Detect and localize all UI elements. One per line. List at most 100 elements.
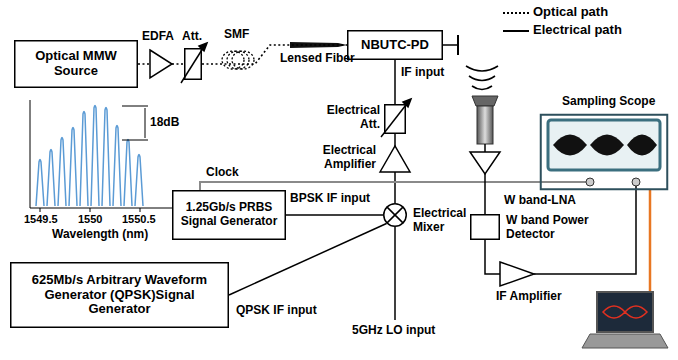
- optical-attenuator-outline: [184, 48, 202, 80]
- laptop-eye: [603, 306, 647, 318]
- electrical-path: [485, 240, 500, 274]
- node-label: W band-LNA: [504, 193, 576, 207]
- node-label: Electrical Att.: [327, 103, 380, 131]
- level-label: 18dB: [150, 115, 179, 129]
- laptop-screen: [597, 292, 653, 332]
- box-text: NBUTC-PD: [356, 38, 434, 53]
- box-text: 1.25Gb/s PRBS Signal Generator: [172, 201, 286, 229]
- radiation-arc: [472, 86, 492, 90]
- fiber-label: SMF: [224, 27, 249, 41]
- data-cable: [649, 190, 652, 292]
- spectrum-peak: [91, 106, 99, 207]
- scope-port: [586, 178, 594, 186]
- label-holder: Sampling Scope: [562, 95, 655, 109]
- spectrum-peak: [113, 126, 121, 207]
- label-holder: Wavelength (nm): [52, 228, 148, 242]
- electrical-attenuator-outline: [384, 104, 406, 134]
- axis-tick: [140, 208, 141, 212]
- label-holder: SMF: [224, 28, 249, 42]
- axis-tick-label: 1550.5: [122, 213, 156, 225]
- label-holder: Electrical Mixer: [413, 207, 477, 235]
- label-holder: IF input: [401, 66, 444, 80]
- node-label: Sampling Scope: [562, 94, 655, 108]
- label-holder: W band Power Detector: [506, 214, 598, 242]
- signal-label: Clock: [206, 165, 239, 179]
- node-label: W band Power Detector: [506, 213, 589, 241]
- electrical-mixer: Electrical Mixer: [383, 203, 407, 227]
- scope-port: [632, 178, 640, 186]
- power-detector: W band Power Detector: [470, 214, 500, 240]
- horn-antenna: [477, 106, 493, 144]
- photodiode-box: NBUTC-PD: [347, 30, 443, 60]
- node-label: Electrical Mixer: [413, 206, 466, 234]
- axis-tick-label: 1549.5: [24, 213, 58, 225]
- label-holder: Electrical Amplifier: [302, 144, 376, 172]
- legend-sample: [503, 26, 529, 36]
- laptop-base: [582, 334, 668, 348]
- spectrum-peak: [47, 150, 55, 207]
- node-label: IF Amplifier: [496, 289, 562, 303]
- optical-path: [172, 63, 184, 65]
- label-holder: Att.: [182, 30, 202, 44]
- radiation-arc: [469, 76, 495, 81]
- label-holder: QPSK IF input: [236, 304, 317, 318]
- if-amplifier: IF Amplifier: [500, 262, 534, 286]
- spectrum-peak: [80, 112, 88, 207]
- spectrum-axis: [30, 208, 172, 209]
- axis-tick: [90, 208, 91, 212]
- spectrum-peaks: [36, 106, 143, 207]
- electrical-path: [484, 174, 486, 214]
- electrical-path: [286, 214, 383, 216]
- node-label: Electrical Amplifier: [323, 143, 376, 171]
- lna-amplifier: W band-LNA: [470, 152, 500, 174]
- label-holder: EDFA: [142, 30, 174, 44]
- electrical-amplifier: Electrical Amplifier: [380, 146, 410, 172]
- label-holder: 1549.5: [24, 213, 58, 226]
- electrical-mixer-outline: [383, 203, 407, 227]
- wire: [484, 144, 486, 152]
- signal-label: QPSK IF input: [236, 303, 317, 317]
- axis-tick-label: 1550: [78, 213, 102, 225]
- spectrum-peak: [69, 128, 77, 207]
- box-text: 625Mb/s Arbitrary Waveform Generator (QP…: [10, 273, 229, 318]
- electrical-amplifier-outline: [380, 146, 410, 172]
- spectrum-peak: [58, 138, 66, 207]
- eye-diagram: [590, 135, 624, 156]
- label-holder: 5GHz LO input: [352, 324, 435, 338]
- antenna-symbol: [457, 35, 459, 55]
- level-marker: [145, 108, 146, 138]
- level-marker: [122, 106, 148, 107]
- fiber-coil: [232, 51, 254, 69]
- fiber-coil: [227, 51, 249, 69]
- legend-sample: [503, 8, 529, 18]
- signal-label: IF input: [401, 65, 444, 79]
- edfa-amplifier-outline: [150, 50, 172, 78]
- spectrum-peak: [102, 108, 110, 207]
- fiber-coil: [222, 51, 244, 69]
- label-holder: IF Amplifier: [496, 290, 562, 304]
- label-holder: Clock: [206, 166, 239, 180]
- fiber-label: Lensed Fiber: [280, 51, 355, 65]
- label-holder: W band-LNA: [504, 194, 576, 208]
- axis-tick: [40, 208, 41, 212]
- node-label: EDFA: [142, 29, 174, 43]
- optical-path: [138, 63, 150, 65]
- optical-attenuator: Att.: [184, 48, 202, 80]
- awg-generator: 625Mb/s Arbitrary Waveform Generator (QP…: [10, 262, 229, 328]
- radiation-arc: [466, 66, 498, 71]
- clock-wire: [540, 181, 586, 183]
- prbs-generator: 1.25Gb/s PRBS Signal Generator: [172, 190, 286, 240]
- scope-screen: [548, 120, 660, 170]
- label-holder: Electrical Att.: [312, 104, 380, 132]
- legend-holder: Electrical path: [533, 23, 622, 38]
- electrical-path: [394, 134, 396, 146]
- electrical-path: [394, 60, 396, 104]
- source-box: Optical MMW Source: [14, 40, 138, 88]
- label-holder: Lensed Fiber: [280, 52, 355, 66]
- label-holder: 18dB: [150, 116, 179, 130]
- wire: [443, 44, 458, 46]
- electrical-path: [200, 182, 540, 190]
- label-holder: 1550.5: [122, 213, 156, 226]
- label-holder: 1550: [78, 213, 102, 226]
